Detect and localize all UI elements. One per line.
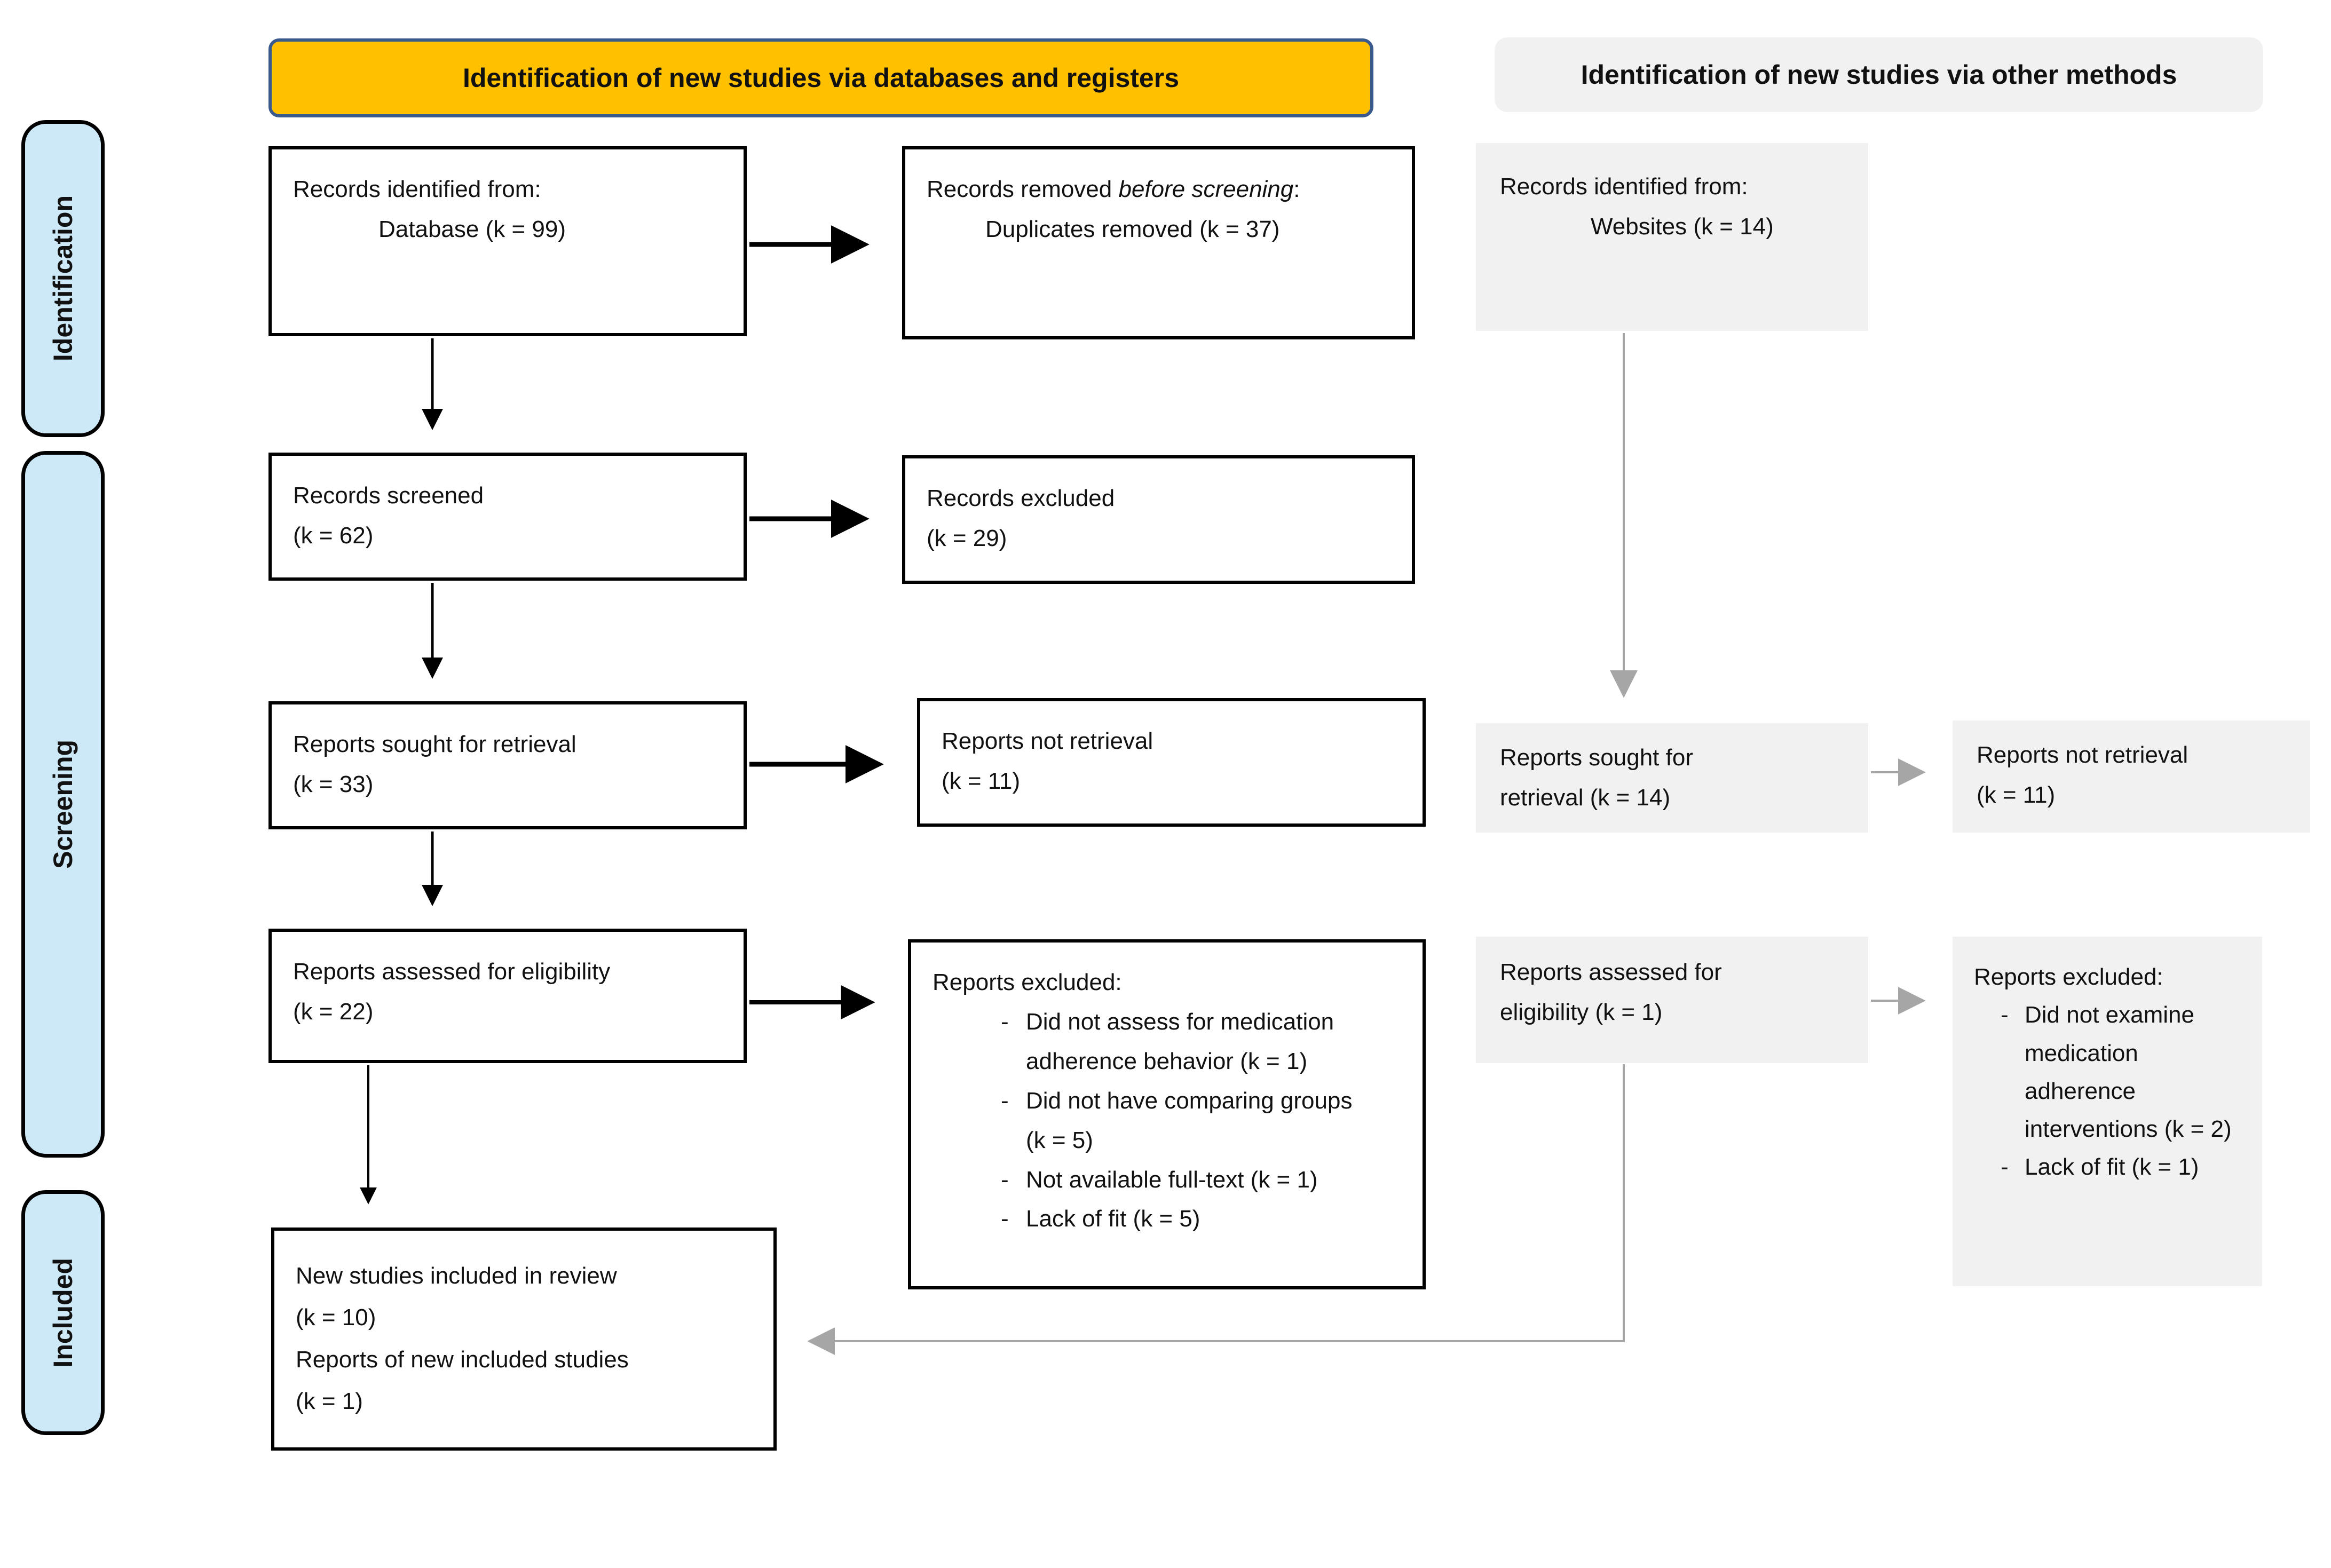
reports-not-retrieved-line1: Reports not retrieval	[942, 728, 1153, 754]
records-identified-line2: Database (k = 99)	[378, 216, 566, 242]
box-reports-excluded-reasons: Reports excluded: Did not assess for med…	[908, 939, 1426, 1289]
websites-assessed-line1: Reports assessed for	[1500, 959, 1722, 985]
stage-screening-text: Screening	[48, 740, 78, 869]
header-other-methods: Identification of new studies via other …	[1495, 37, 2263, 112]
box-records-identified-websites: Records identified from: Websites (k = 1…	[1476, 143, 1868, 331]
box-records-removed-before-screening: Records removed before screening: Duplic…	[902, 146, 1415, 339]
websites-sought-line1: Reports sought for	[1500, 745, 1693, 771]
reports-assessed-line1: Reports assessed for eligibility	[293, 959, 611, 985]
records-screened-line1: Records screened	[293, 482, 484, 509]
exclusion-reason: Did not examine medication adherence int…	[1974, 996, 2241, 1148]
box-reports-not-retrieved-websites: Reports not retrieval (k = 11)	[1953, 720, 2310, 833]
reports-excluded-title: Reports excluded:	[933, 969, 1122, 995]
reports-sought-line2: (k = 33)	[293, 771, 374, 797]
included-line4: (k = 1)	[296, 1388, 363, 1414]
records-identified-line1: Records identified from:	[293, 176, 541, 202]
included-line3: Reports of new included studies	[296, 1346, 629, 1373]
exclusion-reason: Did not assess for medication adherence …	[933, 1002, 1401, 1081]
records-removed-line2: Duplicates removed (k = 37)	[985, 216, 1280, 242]
box-records-identified-databases: Records identified from: Database (k = 9…	[268, 146, 747, 336]
box-reports-not-retrieved: Reports not retrieval (k = 11)	[917, 698, 1426, 827]
websites-identified-line2: Websites (k = 14)	[1591, 213, 1774, 240]
records-excluded-line1: Records excluded	[927, 485, 1115, 511]
box-records-excluded: Records excluded (k = 29)	[902, 455, 1415, 584]
included-line2: (k = 10)	[296, 1304, 376, 1331]
websites-assessed-line2: eligibility (k = 1)	[1500, 999, 1663, 1025]
exclusion-reason: Did not have comparing groups (k = 5)	[933, 1081, 1401, 1160]
websites-identified-line1: Records identified from:	[1500, 173, 1748, 200]
included-line1: New studies included in review	[296, 1263, 617, 1289]
box-new-studies-included: New studies included in review (k = 10) …	[271, 1228, 777, 1451]
reports-assessed-line2: (k = 22)	[293, 998, 374, 1025]
box-reports-excluded-websites: Reports excluded: Did not examine medica…	[1953, 937, 2262, 1286]
reports-sought-line1: Reports sought for retrieval	[293, 731, 576, 757]
websites-not-retrieved-line2: (k = 11)	[1977, 781, 2056, 808]
box-reports-assessed-websites: Reports assessed for eligibility (k = 1)	[1476, 937, 1868, 1063]
before-screening-italic: before screening	[1118, 176, 1294, 202]
records-removed-line1: Records removed before screening:	[927, 176, 1300, 202]
header-databases-registers-label: Identification of new studies via databa…	[462, 63, 1180, 93]
exclusion-reason-list: Did not assess for medication adherence …	[933, 1002, 1401, 1239]
stage-identification-text: Identification	[48, 195, 78, 362]
stage-included-text: Included	[48, 1257, 78, 1368]
box-reports-sought-retrieval: Reports sought for retrieval (k = 33)	[268, 701, 747, 829]
exclusion-reason: Lack of fit (k = 1)	[1974, 1148, 2241, 1186]
header-other-methods-label: Identification of new studies via other …	[1581, 60, 2177, 90]
exclusion-reason: Not available full-text (k = 1)	[933, 1160, 1401, 1200]
exclusion-reason: Lack of fit (k = 5)	[933, 1199, 1401, 1239]
box-reports-sought-websites: Reports sought for retrieval (k = 14)	[1476, 723, 1868, 833]
header-databases-registers: Identification of new studies via databa…	[268, 38, 1373, 117]
box-records-screened: Records screened (k = 62)	[268, 453, 747, 581]
records-screened-line2: (k = 62)	[293, 522, 374, 549]
websites-sought-line2: retrieval (k = 14)	[1500, 784, 1671, 811]
stage-label-included: Included	[21, 1190, 105, 1435]
stage-label-screening: Screening	[21, 451, 105, 1158]
records-excluded-line2: (k = 29)	[927, 525, 1007, 551]
websites-exclusion-reason-list: Did not examine medication adherence int…	[1974, 996, 2241, 1186]
box-reports-assessed-eligibility: Reports assessed for eligibility (k = 22…	[268, 929, 747, 1063]
stage-label-identification: Identification	[21, 120, 105, 437]
reports-not-retrieved-line2: (k = 11)	[942, 767, 1021, 794]
websites-excluded-title: Reports excluded:	[1974, 964, 2163, 990]
websites-not-retrieved-line1: Reports not retrieval	[1977, 742, 2188, 768]
